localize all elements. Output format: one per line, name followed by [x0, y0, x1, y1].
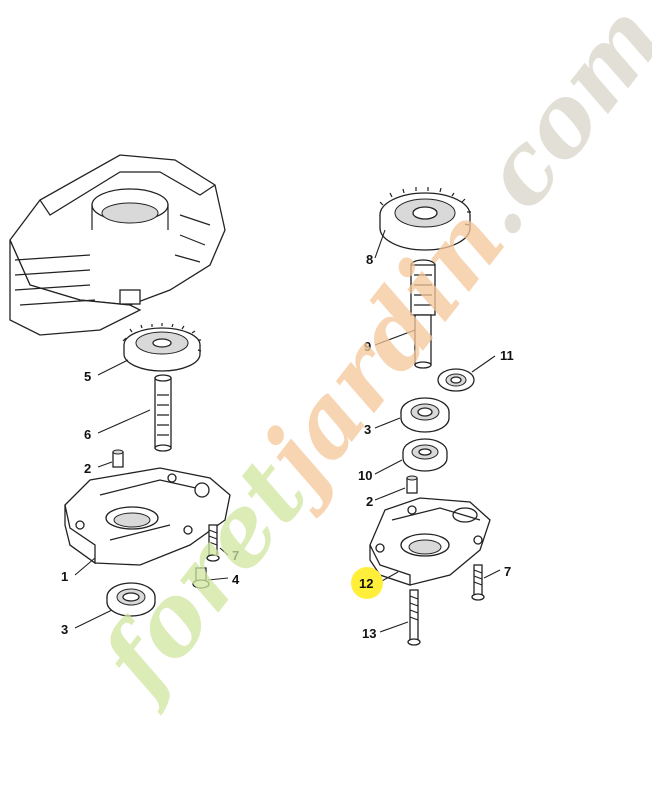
label-1: 1: [61, 569, 68, 584]
stud-4: [192, 567, 210, 589]
label-11: 11: [500, 348, 514, 363]
gear-5: [122, 323, 202, 372]
cover-plate-12: [369, 497, 491, 586]
gear-8: [379, 187, 471, 251]
engine-housing: [9, 154, 226, 336]
label-4: 4: [232, 572, 240, 587]
highlight-badge-12: [351, 567, 383, 599]
label-3-left: 3: [61, 622, 68, 637]
bearing-3-left: [106, 582, 156, 617]
part-labels: 5 6 2 1 3 7 4 8 9 11 3 10 2 12 7 13: [61, 252, 514, 641]
bearing-3-right: [400, 397, 450, 433]
gear-cover-1: [64, 467, 231, 566]
leader-lines: [74, 229, 501, 633]
label-13: 13: [362, 626, 376, 641]
label-5: 5: [84, 369, 91, 384]
bearing-10: [402, 438, 448, 472]
shaft-9: [410, 259, 436, 369]
bolt-7-left: [206, 524, 220, 562]
label-10: 10: [358, 468, 372, 483]
screw-13: [407, 589, 421, 646]
pin-2-right: [406, 475, 418, 494]
label-2-left: 2: [84, 461, 91, 476]
label-6: 6: [84, 427, 91, 442]
bearing-11: [437, 368, 475, 392]
shaft-6: [154, 374, 172, 452]
label-7-right: 7: [504, 564, 511, 579]
pin-2-left: [112, 449, 124, 468]
label-7-left: 7: [232, 548, 239, 563]
label-3-right: 3: [364, 422, 371, 437]
label-12: 12: [359, 576, 373, 591]
label-2-right: 2: [366, 494, 373, 509]
label-9: 9: [364, 339, 371, 354]
bolt-7-right: [471, 564, 485, 601]
label-8: 8: [366, 252, 373, 267]
